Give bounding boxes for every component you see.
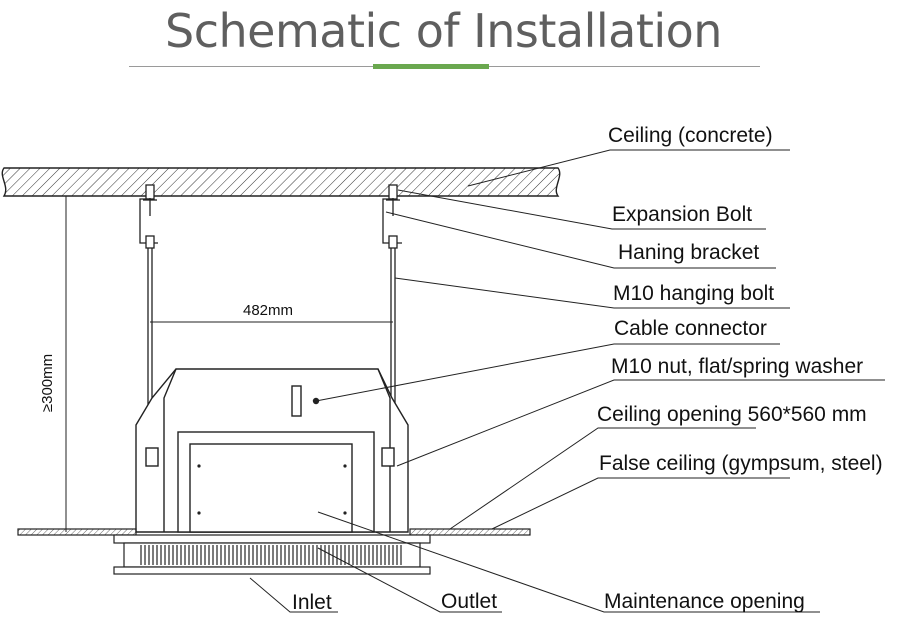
label-false-ceiling: False ceiling (gympsum, steel): [599, 452, 883, 475]
label-nut-washer: M10 nut, flat/spring washer: [611, 355, 863, 378]
false-ceiling: [17, 528, 531, 536]
label-hanging-bracket: Haning bracket: [618, 241, 759, 264]
label-expansion-bolt: Expansion Bolt: [612, 203, 752, 226]
grille-panel: [113, 534, 431, 575]
label-cable-connector: Cable connector: [614, 317, 767, 340]
leader-lines: [249, 149, 885, 613]
page-title: Schematic of Installation: [165, 4, 722, 58]
label-maintenance-opening: Maintenance opening: [604, 590, 805, 613]
label-ceiling-opening: Ceiling opening 560*560 mm: [597, 403, 867, 426]
label-hanging-bolt: M10 hanging bolt: [613, 282, 774, 305]
height-dimension-label: ≥300mm: [39, 354, 56, 412]
label-inlet: Inlet: [292, 591, 332, 614]
panel-screws: [197, 464, 347, 515]
concrete-ceiling: [1, 167, 561, 197]
label-ceiling: Ceiling (concrete): [608, 124, 773, 147]
title-accent-bar: [373, 64, 489, 69]
label-outlet: Outlet: [441, 590, 497, 613]
cassette-unit: [135, 368, 409, 533]
span-dimension-label: 482mm: [243, 302, 293, 319]
